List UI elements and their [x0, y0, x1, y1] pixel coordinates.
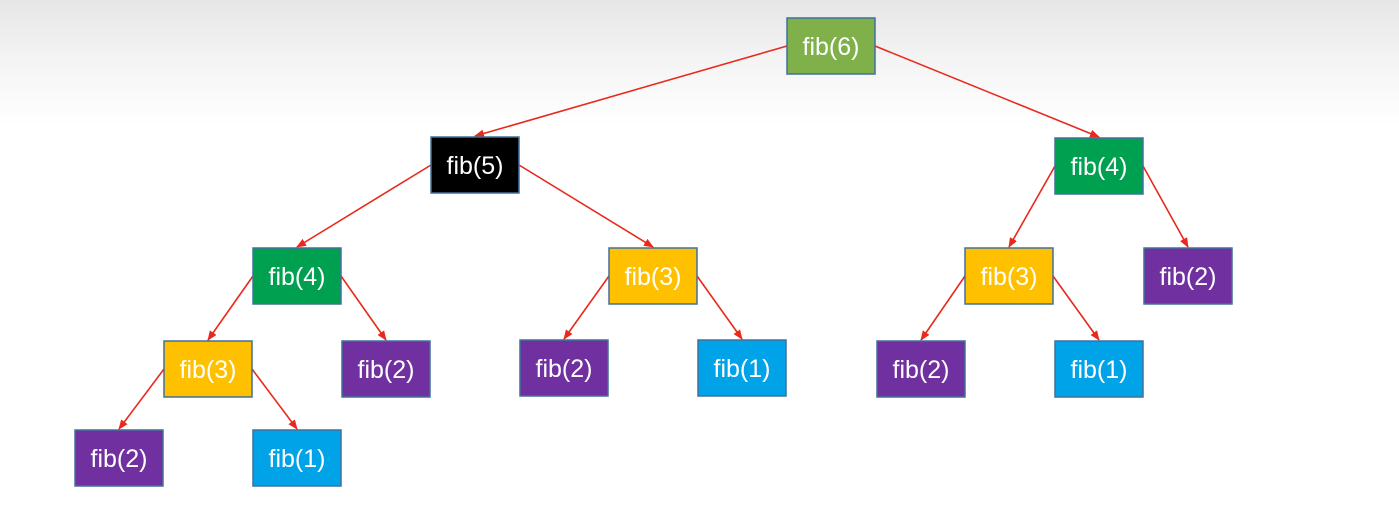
edges-layer [118, 45, 1189, 430]
node-label: fib(2) [536, 355, 593, 383]
node-box [608, 247, 698, 305]
edge-n3l-to-n1l [251, 368, 298, 430]
node-box [876, 340, 966, 398]
node-box [1054, 137, 1144, 195]
node-box [1054, 340, 1144, 398]
node-n2m: fib(2) [519, 339, 609, 397]
node-box [341, 340, 431, 398]
nodes-layer: fib(6) fib(5) fib(4) fib(4) fib(3) fib(3) fib(… [74, 17, 1233, 487]
edge-n5-to-n3m [518, 164, 654, 248]
node-n2l: fib(2) [341, 340, 431, 398]
node-label: fib(4) [269, 263, 326, 291]
node-label: fib(5) [447, 152, 504, 180]
edge-n3r-to-n2r [920, 275, 966, 341]
node-n6: fib(6) [786, 17, 876, 75]
node-n5: fib(5) [430, 136, 520, 194]
node-box [786, 17, 876, 75]
node-label: fib(3) [981, 263, 1038, 291]
edge-n3m-to-n1m [696, 275, 743, 340]
node-n2rr: fib(2) [1143, 247, 1233, 305]
edge-n4l-to-n2l [340, 275, 387, 341]
node-n1r: fib(1) [1054, 340, 1144, 398]
edge-n5-to-n4l [296, 164, 432, 248]
node-label: fib(1) [269, 445, 326, 473]
node-box [74, 429, 164, 487]
node-box [252, 429, 342, 487]
node-n2ll: fib(2) [74, 429, 164, 487]
node-box [697, 339, 787, 397]
node-label: fib(2) [358, 356, 415, 384]
edge-n4r-to-n3r [1008, 165, 1056, 248]
edge-n6-to-n5 [474, 45, 788, 138]
node-box [964, 247, 1054, 305]
node-box [519, 339, 609, 397]
node-n1m: fib(1) [697, 339, 787, 397]
edge-n3l-to-n2ll [118, 368, 165, 430]
node-label: fib(1) [714, 355, 771, 383]
node-n4r: fib(4) [1054, 137, 1144, 195]
edge-n4r-to-n2rr [1142, 165, 1189, 248]
node-box [1143, 247, 1233, 305]
node-n1l: fib(1) [252, 429, 342, 487]
node-n3m: fib(3) [608, 247, 698, 305]
node-n3r: fib(3) [964, 247, 1054, 305]
node-label: fib(1) [1071, 356, 1128, 384]
node-label: fib(2) [893, 356, 950, 384]
node-label: fib(2) [91, 445, 148, 473]
edge-n3m-to-n2m [563, 275, 610, 340]
edge-n3r-to-n1r [1052, 275, 1100, 341]
node-n3l: fib(3) [163, 340, 253, 398]
node-box [163, 340, 253, 398]
edge-n4l-to-n3l [207, 275, 254, 341]
node-box [252, 247, 342, 305]
node-label: fib(3) [625, 263, 682, 291]
node-n2r: fib(2) [876, 340, 966, 398]
node-n4l: fib(4) [252, 247, 342, 305]
edge-n6-to-n4r [874, 45, 1100, 138]
node-label: fib(2) [1160, 263, 1217, 291]
node-box [430, 136, 520, 194]
node-label: fib(4) [1071, 153, 1128, 181]
node-label: fib(3) [180, 356, 237, 384]
node-label: fib(6) [803, 33, 860, 61]
